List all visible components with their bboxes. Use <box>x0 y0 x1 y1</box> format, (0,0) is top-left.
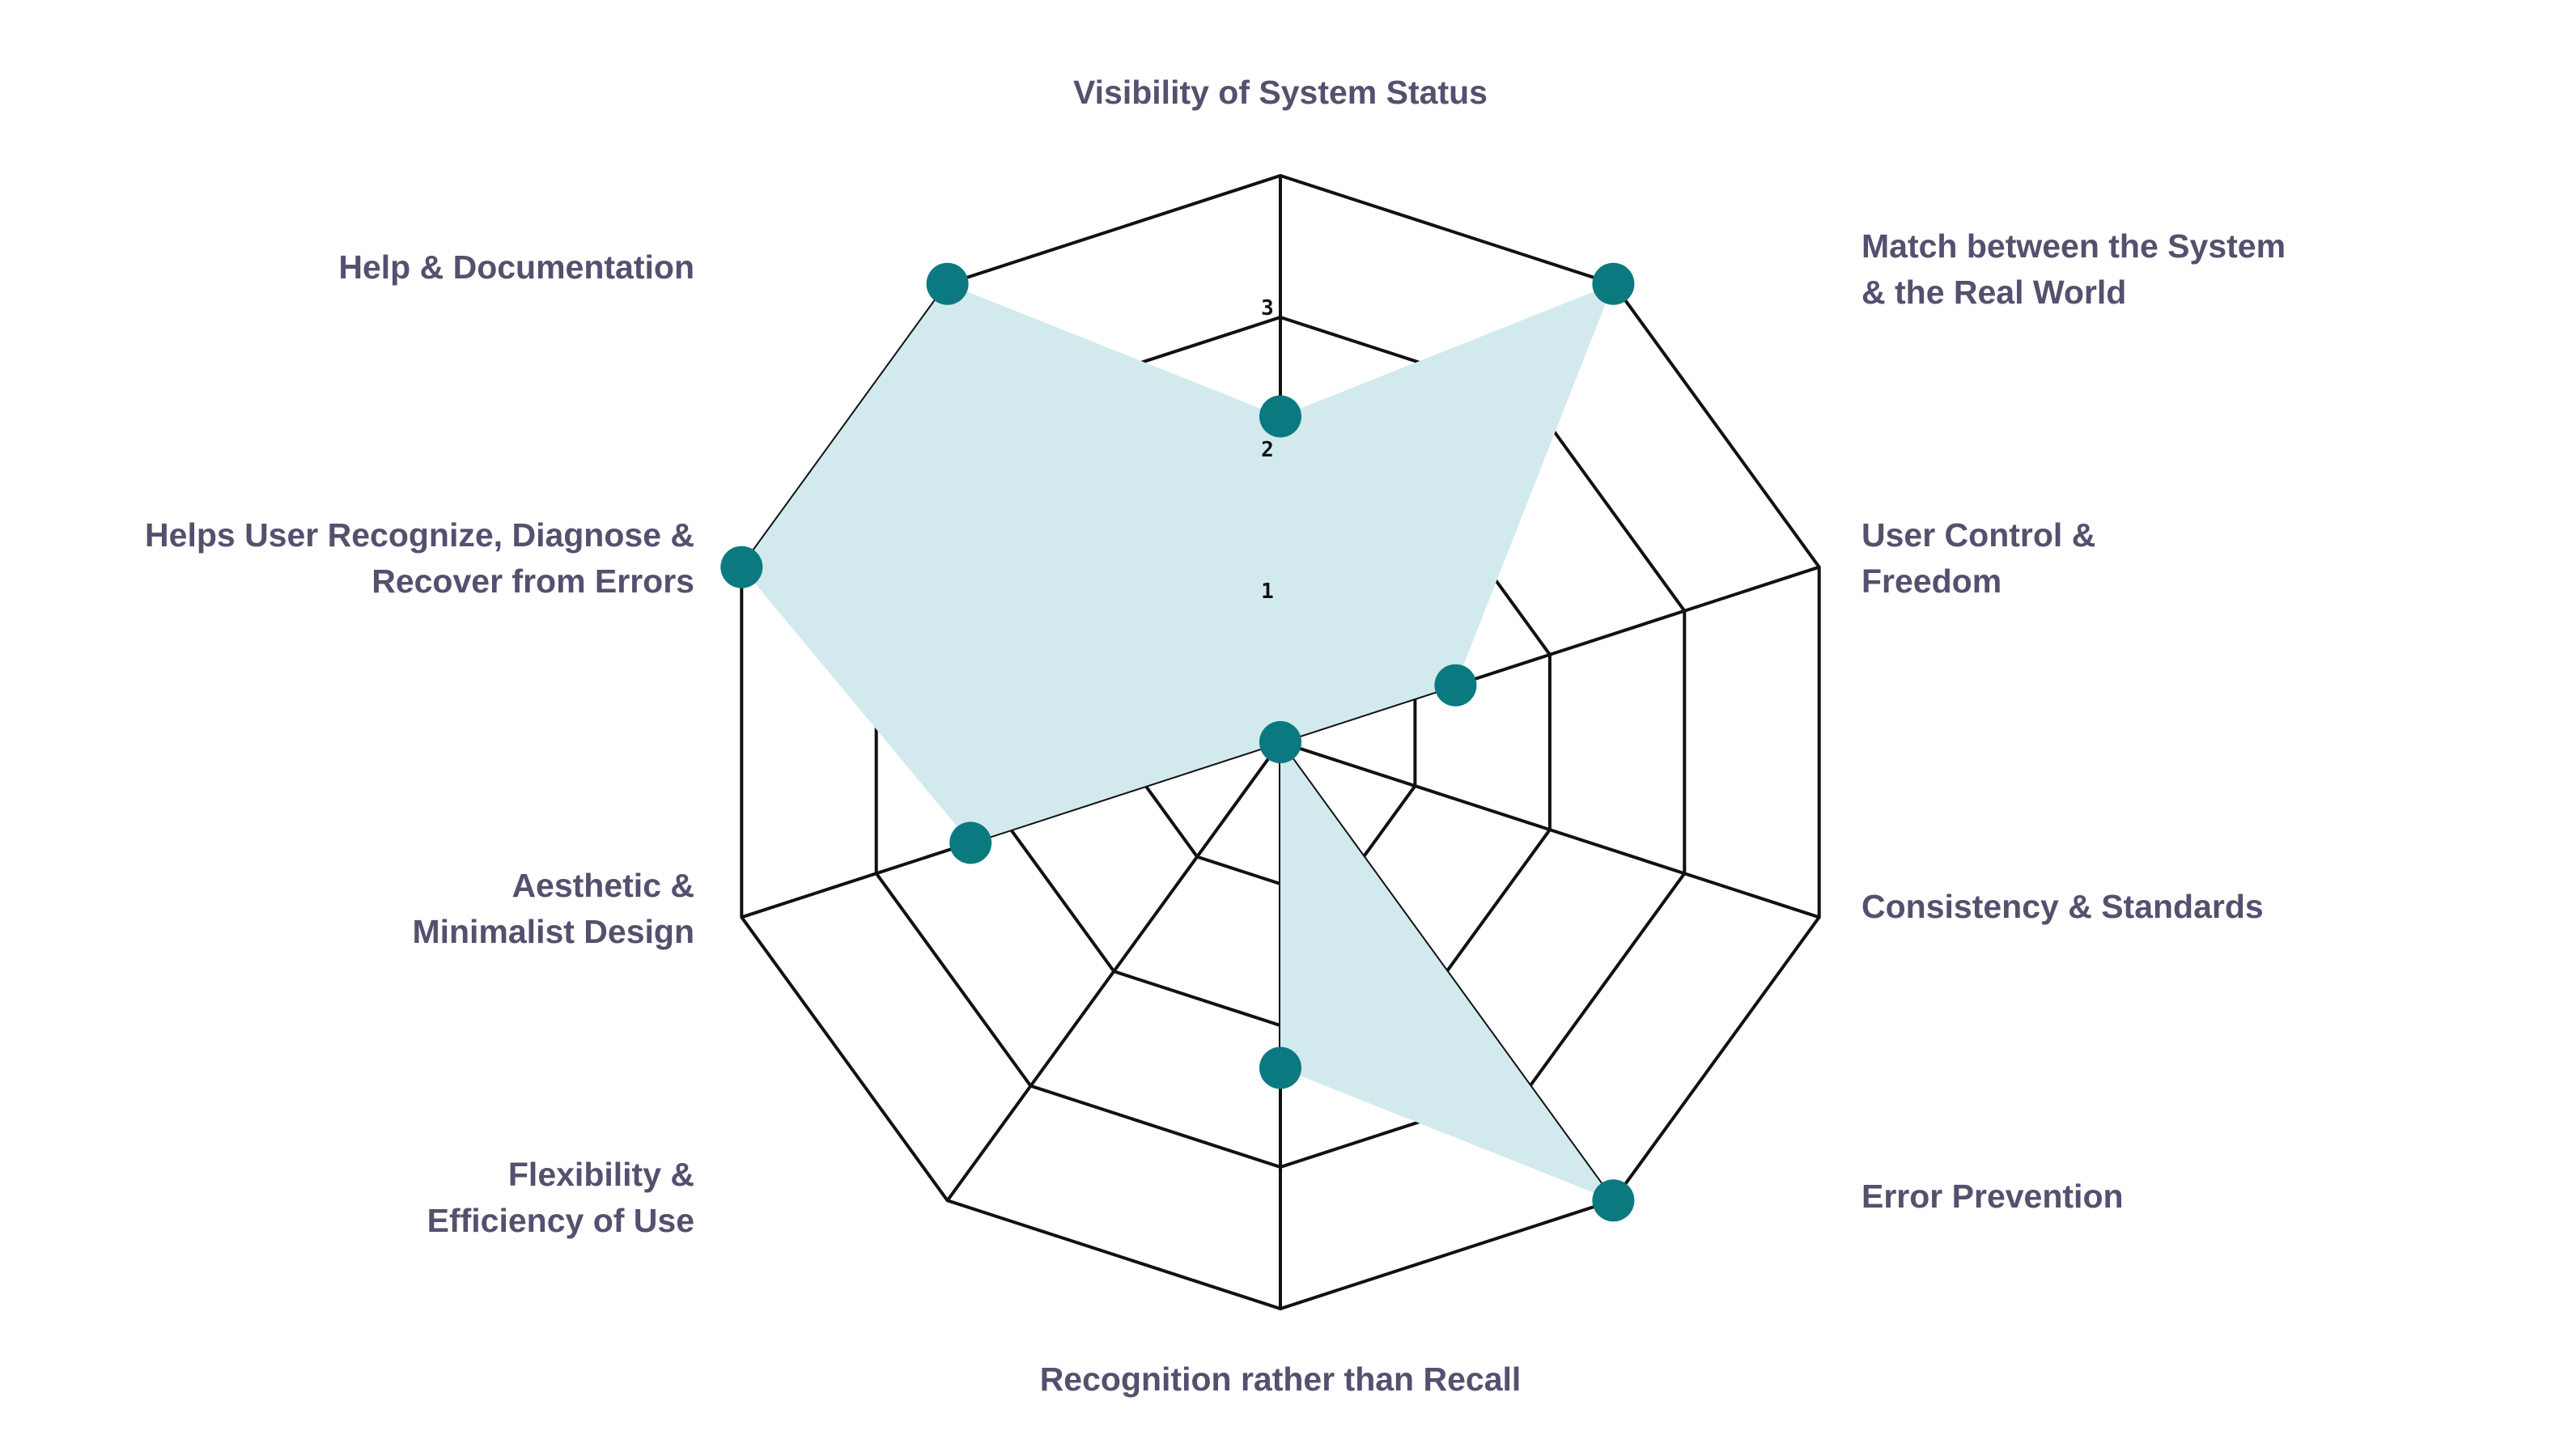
axis-label-line: User Control & <box>1861 516 2095 554</box>
axis-label: Consistency & Standards <box>1861 888 2264 925</box>
axis-label: Flexibility & Efficiency of Use <box>427 1156 694 1239</box>
tick-label: 2 <box>1261 438 1274 462</box>
axis-label: Helps User Recognize, Diagnose & Recover … <box>145 516 694 600</box>
data-points <box>720 262 1635 1222</box>
axis-label-line: Helps User Recognize, Diagnose & <box>145 516 694 554</box>
data-point <box>1259 1046 1301 1089</box>
axis-label: Match between the System & the Real World <box>1861 227 2286 311</box>
axis-label-line: Flexibility & <box>508 1156 694 1193</box>
data-point <box>926 262 969 305</box>
grid-spoke <box>1280 741 1820 919</box>
grid-spoke <box>945 741 1282 1202</box>
axis-label: Recognition rather than Recall <box>1040 1360 1522 1398</box>
tick-label: 1 <box>1261 579 1274 604</box>
tick-label: 3 <box>1261 296 1274 320</box>
axis-label: Error Prevention <box>1861 1178 2124 1215</box>
axis-label-line: Recover from Errors <box>371 562 694 600</box>
axis-label-line: & the Real World <box>1861 274 2126 311</box>
axis-label-line: Match between the System <box>1861 227 2286 265</box>
axis-label: Aesthetic & Minimalist Design <box>412 867 694 950</box>
axis-label-line: Freedom <box>1861 562 2002 600</box>
axis-label-line: Visibility of System Status <box>1073 74 1488 111</box>
axis-label-line: Error Prevention <box>1861 1178 2124 1215</box>
data-point <box>1592 262 1635 305</box>
data-area <box>741 283 1614 1201</box>
axis-label: Help & Documentation <box>338 248 694 286</box>
axis-label-line: Recognition rather than Recall <box>1040 1360 1522 1398</box>
data-point <box>1259 721 1301 763</box>
axis-label-line: Efficiency of Use <box>427 1202 694 1239</box>
axis-label-line: Consistency & Standards <box>1861 888 2264 925</box>
axis-label-line: Aesthetic & <box>512 867 694 904</box>
data-point <box>1259 395 1301 438</box>
axis-label: User Control & Freedom <box>1861 516 2095 600</box>
data-point <box>1592 1179 1635 1222</box>
data-point <box>720 545 763 588</box>
data-area-group <box>741 283 1614 1201</box>
data-point <box>1434 664 1477 707</box>
tick-labels: 1 2 3 <box>1261 296 1274 604</box>
data-point <box>949 821 992 864</box>
axis-label-line: Minimalist Design <box>412 913 694 950</box>
axis-label: Visibility of System Status <box>1073 74 1488 111</box>
axis-label-line: Help & Documentation <box>338 248 694 286</box>
